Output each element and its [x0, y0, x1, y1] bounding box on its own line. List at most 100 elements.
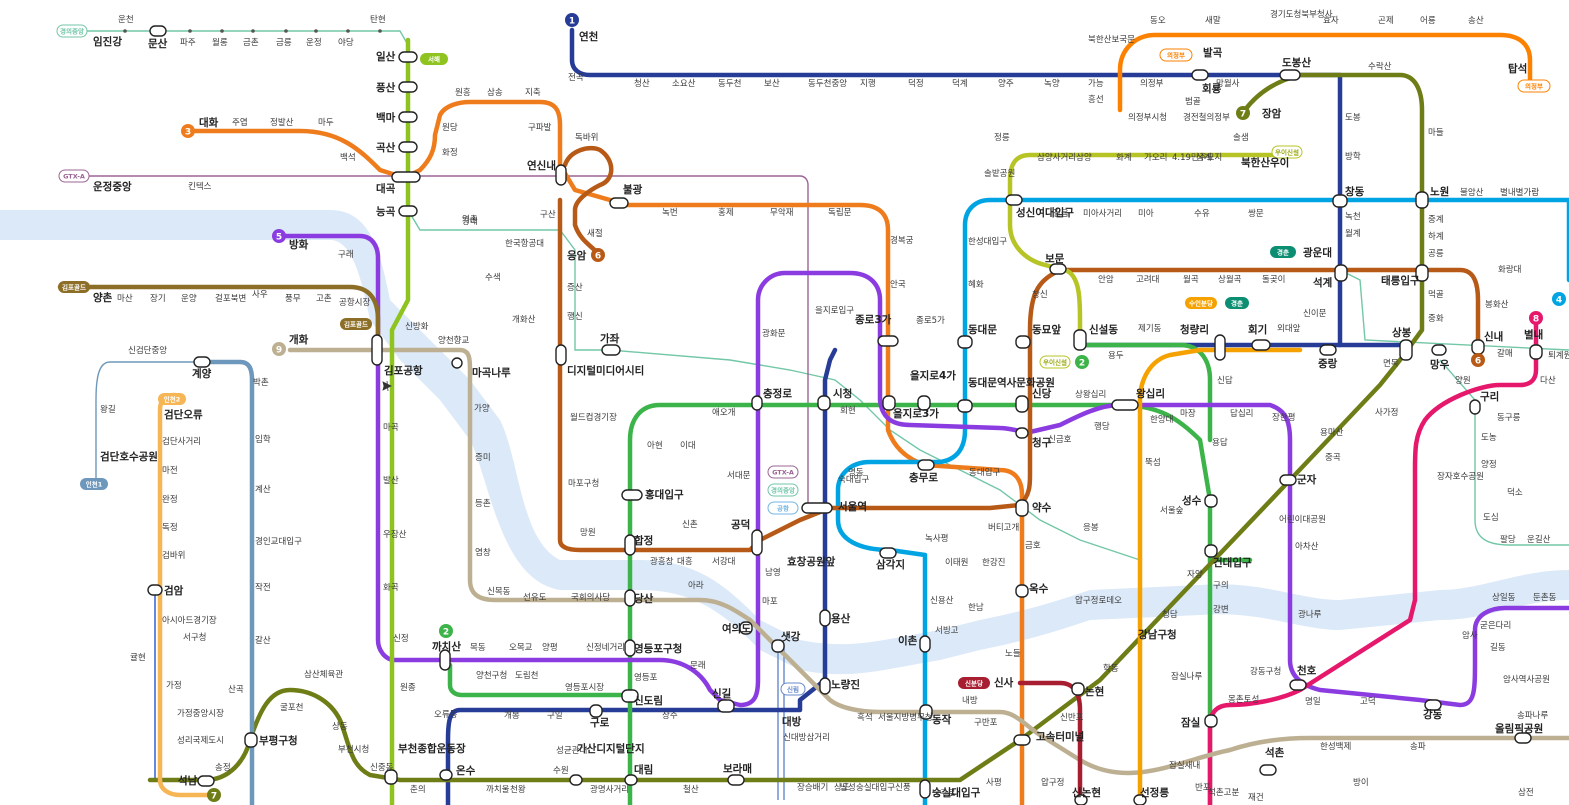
station-label-minor[interactable]: 광나루: [1298, 609, 1322, 620]
station-label-minor[interactable]: 오류동: [434, 710, 458, 720]
station-marker[interactable]: [1332, 194, 1348, 208]
station-label-minor[interactable]: 경전철의정부: [1183, 112, 1230, 123]
station-marker[interactable]: [1191, 69, 1209, 81]
station-label-minor[interactable]: 아라: [688, 580, 704, 591]
station-label-minor[interactable]: 도심: [1483, 512, 1499, 523]
station-label-major[interactable]: 성신여대입구: [1016, 206, 1074, 219]
station-label-minor[interactable]: 야당: [338, 37, 354, 48]
station-label-major[interactable]: 강남구청: [1138, 628, 1177, 641]
station-label-minor[interactable]: 도농: [1481, 433, 1497, 443]
station-label-minor[interactable]: 서구청: [183, 633, 206, 643]
station-label-major[interactable]: 종로3가: [855, 313, 892, 326]
station-marker[interactable]: [751, 529, 763, 556]
station-label-minor[interactable]: 완정: [162, 494, 178, 505]
station-label-minor[interactable]: 봉화산: [1485, 299, 1509, 310]
station-marker[interactable]: [569, 774, 583, 786]
station-label-minor[interactable]: 신반포: [1060, 712, 1084, 723]
station-label-major[interactable]: 온수: [456, 765, 476, 777]
station-label-minor[interactable]: 마전: [162, 465, 178, 476]
station-label-minor[interactable]: 탄현: [370, 14, 386, 25]
station-label-minor[interactable]: 학동: [1103, 663, 1119, 674]
station-label-major[interactable]: 별내: [1524, 328, 1543, 341]
station-marker[interactable]: [1279, 474, 1297, 486]
station-label-minor[interactable]: 장승배기: [797, 782, 828, 793]
station-label-minor[interactable]: 노들: [1005, 649, 1021, 659]
station-marker[interactable]: [739, 621, 753, 635]
station-label-major[interactable]: 태릉입구: [1381, 274, 1420, 287]
station-label-minor[interactable]: 동두천: [718, 78, 741, 89]
station-label-minor[interactable]: 삼송: [487, 87, 503, 98]
station-marker[interactable]: [879, 547, 897, 559]
station-label-major[interactable]: 신당: [1032, 387, 1052, 400]
station-label-major[interactable]: 부평구청: [259, 734, 298, 747]
station-label-minor[interactable]: 강매: [462, 216, 478, 227]
station-label-major[interactable]: 석계: [1313, 276, 1332, 289]
station-label-minor[interactable]: 사우: [252, 290, 268, 300]
station-label-minor[interactable]: 마곡: [383, 423, 399, 433]
station-label-minor[interactable]: 광명사거리: [590, 784, 629, 795]
station-label-major[interactable]: 군자: [1297, 473, 1317, 486]
station-marker[interactable]: [919, 635, 931, 653]
station-label-minor[interactable]: 마장: [1180, 408, 1196, 419]
station-label-minor[interactable]: 신용산: [930, 595, 954, 606]
station-label-minor[interactable]: 홍제: [718, 207, 734, 218]
station-label-major[interactable]: 망우: [1430, 358, 1450, 371]
station-marker[interactable]: [1471, 339, 1485, 355]
station-label-major[interactable]: 연신내: [527, 159, 556, 172]
station-label-minor[interactable]: 고덕: [1360, 696, 1376, 707]
station-marker[interactable]: [197, 775, 215, 787]
station-label-minor[interactable]: 솔샘: [1233, 133, 1249, 143]
station-label-minor[interactable]: 장자호수공원: [1437, 471, 1484, 482]
station-label-major[interactable]: 회룡: [1202, 82, 1222, 95]
station-label-major[interactable]: 광운대: [1303, 246, 1332, 259]
station-marker[interactable]: [1415, 264, 1429, 282]
station-label-minor[interactable]: 공릉: [1428, 249, 1444, 259]
station-marker[interactable]: [751, 395, 763, 411]
station-label-minor[interactable]: 상도: [834, 782, 850, 793]
station-marker[interactable]: [1005, 194, 1023, 206]
station-marker[interactable]: [1015, 584, 1029, 598]
station-marker[interactable]: [917, 459, 935, 471]
station-label-major[interactable]: 상봉: [1392, 326, 1412, 339]
station-label-major[interactable]: 곡산: [376, 141, 396, 154]
station-label-minor[interactable]: 신정네거리: [586, 642, 625, 653]
station-label-minor[interactable]: 청담: [1162, 609, 1178, 620]
station-label-major[interactable]: 신설동: [1089, 323, 1118, 336]
station-label-minor[interactable]: 화계: [1116, 152, 1132, 163]
station-label-major[interactable]: 올림픽공원: [1495, 722, 1543, 735]
station-label-minor[interactable]: 팔당: [1500, 534, 1516, 545]
station-label-minor[interactable]: 길동: [1490, 643, 1506, 653]
station-label-minor[interactable]: 굳은다리: [1480, 621, 1511, 631]
station-label-minor[interactable]: 대흥: [677, 556, 693, 567]
station-label-minor[interactable]: 마두: [318, 118, 334, 128]
station-label-minor[interactable]: 수색: [485, 272, 501, 283]
station-label-major[interactable]: 숭실대입구: [932, 786, 981, 799]
station-label-minor[interactable]: 갈매: [1497, 349, 1513, 359]
station-marker[interactable]: [917, 395, 931, 411]
station-marker[interactable]: [817, 395, 831, 411]
station-label-major[interactable]: 대림: [634, 763, 653, 776]
station-label-minor[interactable]: 고촌: [316, 294, 332, 304]
station-label-minor[interactable]: 수원: [553, 766, 569, 776]
station-label-major[interactable]: 풍산: [376, 81, 396, 94]
station-label-major[interactable]: 신사: [994, 676, 1014, 689]
station-label-minor[interactable]: 녹번: [662, 208, 678, 218]
station-label-major[interactable]: 불광: [623, 184, 643, 196]
station-label-major[interactable]: 홍대입구: [645, 488, 684, 501]
station-marker[interactable]: [624, 774, 638, 786]
station-label-minor[interactable]: 정릉: [994, 132, 1010, 143]
station-marker[interactable]: [727, 774, 745, 786]
station-marker[interactable]: [717, 699, 735, 713]
station-label-minor[interactable]: 마포: [762, 597, 778, 607]
station-label-minor[interactable]: 제기동: [1138, 324, 1162, 334]
station-marker[interactable]: [384, 769, 398, 785]
station-label-minor[interactable]: 독립문: [828, 208, 852, 218]
station-label-minor[interactable]: 별내별가람: [1500, 187, 1539, 198]
station-label-major[interactable]: 검단호수공원: [100, 450, 158, 463]
transfer-stations[interactable]: [147, 25, 1543, 805]
station-label-minor[interactable]: 경기도청북부청사: [1270, 9, 1333, 20]
station-label-minor[interactable]: 독정: [162, 522, 178, 533]
station-label-minor[interactable]: 신이문: [1303, 308, 1327, 319]
station-label-major[interactable]: 동묘앞: [1032, 324, 1061, 336]
station-label-minor[interactable]: 선유도: [523, 593, 547, 603]
